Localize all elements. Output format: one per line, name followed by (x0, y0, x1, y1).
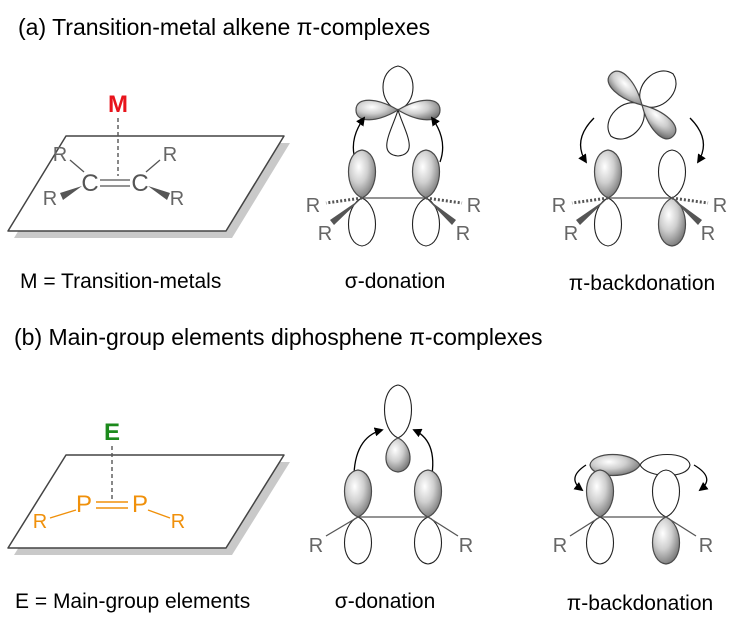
r-label: R (553, 535, 567, 557)
r-label: R (456, 223, 470, 245)
p-orbital-upper-lobe (652, 469, 680, 518)
r-label: R (171, 511, 185, 533)
p-orbital-lower-lobe (348, 197, 376, 247)
pi-backdonation-caption-b: π-backdonation (567, 592, 713, 615)
carbon-label-right: C (131, 170, 148, 197)
r-label: R (318, 223, 332, 245)
phosphorus-label-right: P (132, 491, 148, 518)
wedge-bond (330, 198, 362, 225)
r-label: R (699, 535, 713, 557)
p-orbital-lower-lobe (586, 516, 614, 565)
metal-d-orbital-lobe (607, 70, 643, 106)
wedge-c2-r-bottom (148, 186, 170, 200)
element-p-orbital-upper-lobe (384, 384, 412, 439)
coordination-plane (7, 135, 285, 232)
pi-backdonation-diagram-b: R R (553, 454, 713, 565)
p-orbital-lower-lobe (652, 516, 680, 565)
carbon-label-left: C (81, 170, 98, 197)
p-orbital-lower-lobe (594, 197, 622, 247)
wedge-bond (576, 198, 608, 225)
donation-arrow-right (430, 116, 444, 163)
metal-d-orbital-lobe (355, 99, 400, 121)
pi-backdonation-caption-a: π-backdonation (569, 272, 715, 295)
metal-d-orbital-lobe (639, 70, 677, 108)
p-orbital-lower-lobe (344, 516, 372, 565)
r-label: R (701, 223, 715, 245)
element-legend: E = Main-group elements (15, 590, 250, 613)
r-label: R (163, 144, 177, 166)
element-label: E (104, 419, 120, 446)
sigma-donation-caption-a: σ-donation (345, 270, 446, 293)
p-orbital-upper-lobe (586, 469, 614, 518)
r-label: R (43, 188, 57, 210)
wedge-c1-r-bottom (60, 186, 82, 200)
p-orbital-upper-lobe (658, 149, 686, 199)
p-orbital-upper-lobe (412, 149, 440, 199)
element-p-orbital-lower-lobe (385, 437, 411, 473)
r-label: R (53, 144, 67, 166)
coordination-plane (7, 454, 285, 549)
section-a-heading: (a) Transition-metal alkene π-complexes (18, 14, 430, 40)
p-orbital-upper-lobe (344, 469, 372, 518)
r-label: R (459, 535, 473, 557)
backdonation-arrow-left (573, 464, 587, 492)
r-label: R (713, 195, 727, 217)
metal-d-orbital-lobe (386, 108, 410, 157)
r-label: R (564, 223, 578, 245)
wedge-bond (672, 198, 702, 225)
sigma-donation-diagram-a: R R R R (306, 65, 481, 247)
bond-c1-r-top (69, 159, 85, 173)
backdonation-arrow-right (693, 464, 709, 492)
r-label: R (306, 195, 320, 217)
metal-d-orbital-lobe (382, 65, 414, 111)
metal-d-orbital-lobe (396, 99, 441, 121)
metal-label: M (108, 91, 128, 118)
r-label: R (309, 535, 323, 557)
bond-p2-r (147, 509, 171, 519)
p-orbital-lower-lobe (412, 197, 440, 247)
p-orbital-upper-lobe (594, 149, 622, 199)
backdonation-arrow-right (689, 117, 706, 164)
bond-c2-r-top (145, 159, 161, 173)
element-p-orbital-right-lobe (639, 454, 691, 476)
metal-d-orbital-lobe (641, 104, 677, 140)
bond-p1-r (49, 509, 77, 519)
r-label: R (552, 195, 566, 217)
r-label: R (467, 195, 481, 217)
diphosphene-complex: E P P R R (7, 419, 290, 555)
r-label: R (170, 188, 184, 210)
section-b-heading: (b) Main-group elements diphosphene π-co… (14, 324, 543, 350)
bond-p-r (665, 516, 697, 537)
alkene-complex: M C C R R R R (7, 91, 290, 238)
bond-p-r (325, 516, 359, 537)
wedge-bond (426, 198, 456, 225)
r-label: R (33, 511, 47, 533)
phosphorus-label-left: P (76, 491, 92, 518)
bond-p-r (569, 516, 601, 537)
metal-legend: M = Transition-metals (20, 270, 221, 293)
backdonation-arrow-left (578, 117, 595, 164)
p-orbital-lower-lobe (658, 197, 686, 247)
p-orbital-upper-lobe (348, 149, 376, 199)
sigma-donation-diagram-b: R R (309, 384, 473, 565)
metal-d-orbital-lobe (607, 102, 645, 140)
sigma-donation-caption-b: σ-donation (335, 590, 436, 613)
bond-p-r (427, 516, 459, 537)
p-orbital-upper-lobe (414, 469, 442, 518)
p-orbital-lower-lobe (414, 516, 442, 565)
pi-backdonation-diagram-a: R R R R (552, 70, 727, 247)
